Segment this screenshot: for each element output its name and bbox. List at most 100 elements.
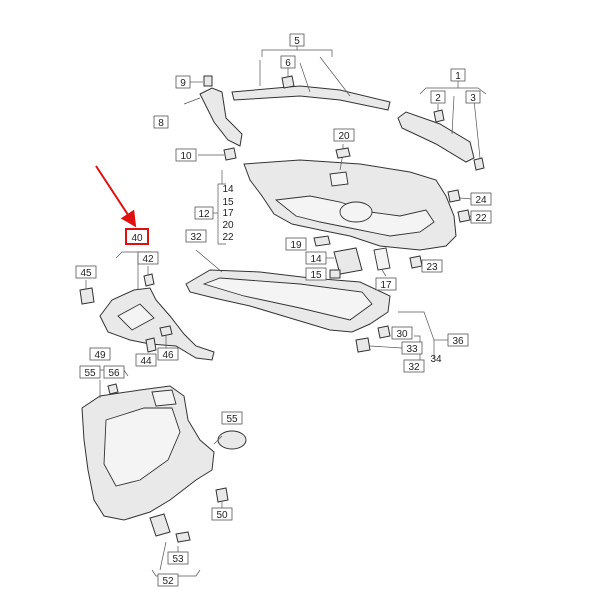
parcel-shelf[interactable] (185, 249, 391, 333)
callout-46[interactable]: 46 (157, 347, 179, 361)
svg-text:14: 14 (310, 254, 322, 265)
svg-text:56: 56 (108, 368, 120, 379)
clip-10[interactable] (198, 147, 237, 161)
callout-24[interactable]: 24 (470, 192, 492, 206)
callout-14b[interactable]: 14 (305, 251, 327, 265)
right-pillar-trim[interactable] (397, 111, 475, 163)
svg-text:55: 55 (84, 368, 96, 379)
callout-23[interactable]: 23 (421, 259, 443, 273)
callout-42[interactable]: 42 (137, 251, 159, 265)
callout-10[interactable]: 10 (175, 148, 197, 162)
svg-text:45: 45 (80, 268, 92, 279)
svg-text:10: 10 (180, 151, 192, 162)
clip-2[interactable] (433, 104, 445, 123)
svg-text:1: 1 (455, 71, 461, 82)
clip-6[interactable] (281, 68, 295, 89)
callout-36[interactable]: 36 (447, 333, 469, 347)
callout-6[interactable]: 6 (280, 55, 296, 69)
callout-55b[interactable]: 55 (221, 411, 243, 425)
plate-17[interactable] (373, 247, 391, 277)
screw-53[interactable] (175, 531, 191, 552)
handle-19[interactable] (313, 235, 331, 247)
left-pillar-trim[interactable] (183, 87, 243, 147)
clip-56[interactable] (107, 383, 119, 395)
callout-5[interactable]: 5 (289, 33, 305, 47)
callout-22b[interactable]: 22 (470, 210, 492, 224)
callout-52[interactable]: 52 (157, 573, 179, 587)
screw-22[interactable] (457, 209, 473, 223)
callout-12[interactable]: 12 (194, 206, 214, 220)
svg-text:9: 9 (180, 78, 186, 89)
callout-50[interactable]: 50 (211, 507, 233, 521)
rear-upper-trim-strip[interactable] (231, 60, 391, 111)
svg-text:14: 14 (222, 184, 234, 195)
callout-40[interactable]: 40 (125, 228, 149, 245)
lower-side-trim-panel[interactable] (81, 380, 215, 521)
svg-text:15: 15 (222, 197, 234, 208)
svg-text:32: 32 (190, 232, 202, 243)
svg-text:42: 42 (142, 254, 154, 265)
screw-46[interactable] (159, 325, 173, 348)
callout-44[interactable]: 44 (135, 353, 157, 367)
callout-9[interactable]: 9 (175, 75, 191, 89)
callout-17b[interactable]: 17 (375, 277, 397, 291)
svg-text:33: 33 (406, 344, 418, 355)
callout-1[interactable]: 1 (450, 68, 466, 82)
cap-55[interactable] (213, 430, 247, 450)
svg-text:55: 55 (226, 414, 238, 425)
callout-55a[interactable]: 55 (79, 365, 101, 379)
svg-text:6: 6 (285, 58, 291, 69)
screw-3[interactable] (473, 99, 485, 171)
callout-45[interactable]: 45 (75, 265, 97, 279)
screw-44[interactable] (145, 337, 157, 353)
svg-text:20: 20 (222, 220, 234, 231)
svg-text:52: 52 (162, 576, 174, 587)
callout-15a: 15 (222, 197, 234, 208)
callout-32b[interactable]: 32 (403, 359, 425, 373)
screw-45[interactable] (79, 280, 95, 305)
clip-33[interactable] (355, 337, 403, 353)
clip-15[interactable] (329, 269, 341, 279)
svg-text:24: 24 (475, 195, 487, 206)
callout-14a: 14 (222, 184, 234, 195)
callout-30[interactable]: 30 (391, 326, 413, 340)
svg-text:53: 53 (172, 554, 184, 565)
svg-text:40: 40 (131, 233, 143, 244)
clip-20-top[interactable] (335, 144, 351, 159)
callout-33[interactable]: 33 (401, 341, 423, 355)
svg-text:22: 22 (222, 232, 234, 243)
callout-19[interactable]: 19 (285, 237, 307, 251)
retainer-24[interactable] (447, 189, 473, 203)
svg-text:32: 32 (408, 362, 420, 373)
callout-15b[interactable]: 15 (305, 267, 327, 281)
clip-9[interactable] (190, 75, 213, 87)
svg-text:44: 44 (140, 356, 152, 367)
callout-20b[interactable]: 20 (333, 128, 355, 142)
svg-text:23: 23 (426, 262, 438, 273)
svg-text:17: 17 (222, 208, 234, 219)
left-side-trim-panel[interactable] (99, 254, 215, 361)
callout-53[interactable]: 53 (167, 551, 189, 565)
callout-3[interactable]: 3 (465, 90, 481, 104)
callout-20a: 20 (222, 220, 234, 231)
screw-50[interactable] (215, 487, 229, 508)
svg-text:46: 46 (162, 350, 174, 361)
callout-17a: 17 (222, 208, 234, 219)
clip-30[interactable] (377, 325, 391, 339)
svg-text:34: 34 (430, 354, 442, 365)
svg-text:5: 5 (294, 36, 300, 47)
svg-text:50: 50 (216, 510, 228, 521)
clip-42[interactable] (143, 266, 155, 287)
svg-text:17: 17 (380, 280, 392, 291)
callout-34: 34 (430, 354, 442, 365)
cover-52[interactable] (149, 513, 171, 537)
callout-56[interactable]: 56 (103, 365, 125, 379)
svg-text:22: 22 (475, 213, 487, 224)
callout-2[interactable]: 2 (430, 90, 446, 104)
svg-text:30: 30 (396, 329, 408, 340)
callout-49[interactable]: 49 (89, 347, 111, 361)
callout-8[interactable]: 8 (153, 115, 169, 129)
boot-lid-trim-panel[interactable] (243, 147, 457, 251)
callout-32a[interactable]: 32 (185, 229, 207, 243)
